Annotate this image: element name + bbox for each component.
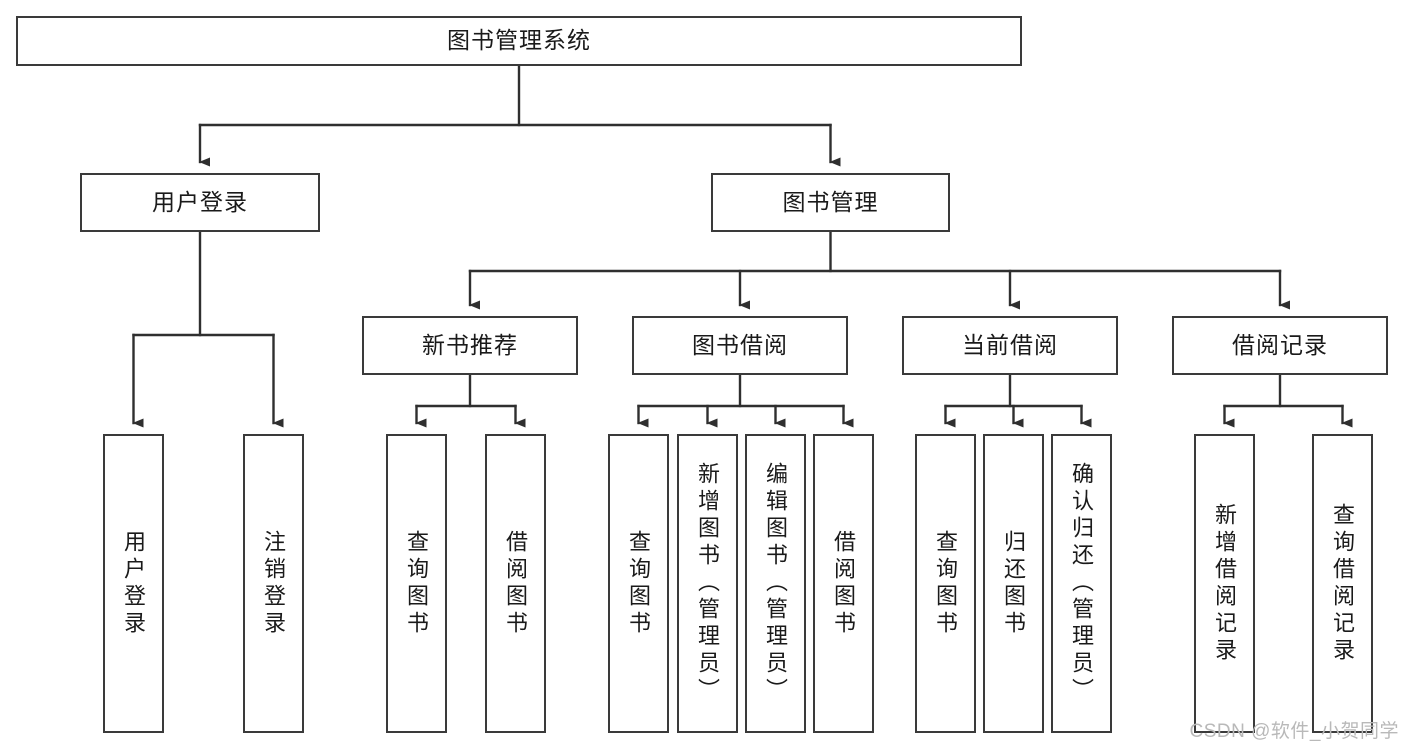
node-label-root: 图书管理系统 bbox=[447, 27, 591, 54]
node-label-n2: 借阅图书 bbox=[503, 529, 529, 638]
node-box-b3[interactable]: 编辑图书（管理员） bbox=[745, 434, 806, 733]
node-label-l2: 注销登录 bbox=[261, 529, 287, 638]
node-label-l1: 用户登录 bbox=[121, 529, 147, 638]
node-box-bookmgmt[interactable]: 图书管理 bbox=[711, 173, 950, 232]
node-box-n2[interactable]: 借阅图书 bbox=[485, 434, 546, 733]
node-label-b4: 借阅图书 bbox=[831, 529, 857, 638]
node-label-c2: 归还图书 bbox=[1001, 529, 1027, 638]
node-label-c1: 查询图书 bbox=[933, 529, 959, 638]
node-label-b2: 新增图书（管理员） bbox=[695, 462, 721, 705]
node-label-r1: 新增借阅记录 bbox=[1212, 502, 1238, 665]
node-box-l1[interactable]: 用户登录 bbox=[103, 434, 164, 733]
node-box-b1[interactable]: 查询图书 bbox=[608, 434, 669, 733]
node-box-newbook[interactable]: 新书推荐 bbox=[362, 316, 578, 375]
node-box-login[interactable]: 用户登录 bbox=[80, 173, 320, 232]
node-box-r2[interactable]: 查询借阅记录 bbox=[1312, 434, 1373, 733]
node-label-newbook: 新书推荐 bbox=[422, 331, 518, 358]
node-label-borrow: 图书借阅 bbox=[692, 331, 788, 358]
node-box-borrow[interactable]: 图书借阅 bbox=[632, 316, 848, 375]
node-box-current[interactable]: 当前借阅 bbox=[902, 316, 1118, 375]
node-label-c3: 确认归还（管理员） bbox=[1069, 462, 1095, 705]
node-box-c2[interactable]: 归还图书 bbox=[983, 434, 1044, 733]
node-box-root[interactable]: 图书管理系统 bbox=[16, 16, 1022, 66]
node-label-b1: 查询图书 bbox=[626, 529, 652, 638]
node-label-login: 用户登录 bbox=[152, 188, 248, 215]
node-box-l2[interactable]: 注销登录 bbox=[243, 434, 304, 733]
node-label-b3: 编辑图书（管理员） bbox=[763, 462, 789, 705]
node-box-c3[interactable]: 确认归还（管理员） bbox=[1051, 434, 1112, 733]
node-label-current: 当前借阅 bbox=[962, 331, 1058, 358]
edge-group bbox=[132, 64, 1353, 428]
node-label-n1: 查询图书 bbox=[404, 529, 430, 638]
node-box-r1[interactable]: 新增借阅记录 bbox=[1194, 434, 1255, 733]
node-box-record[interactable]: 借阅记录 bbox=[1172, 316, 1388, 375]
node-box-n1[interactable]: 查询图书 bbox=[386, 434, 447, 733]
node-label-r2: 查询借阅记录 bbox=[1330, 502, 1356, 665]
node-label-bookmgmt: 图书管理 bbox=[782, 188, 879, 215]
node-box-b4[interactable]: 借阅图书 bbox=[813, 434, 874, 733]
node-box-b2[interactable]: 新增图书（管理员） bbox=[677, 434, 738, 733]
node-label-record: 借阅记录 bbox=[1232, 331, 1328, 358]
node-box-c1[interactable]: 查询图书 bbox=[915, 434, 976, 733]
